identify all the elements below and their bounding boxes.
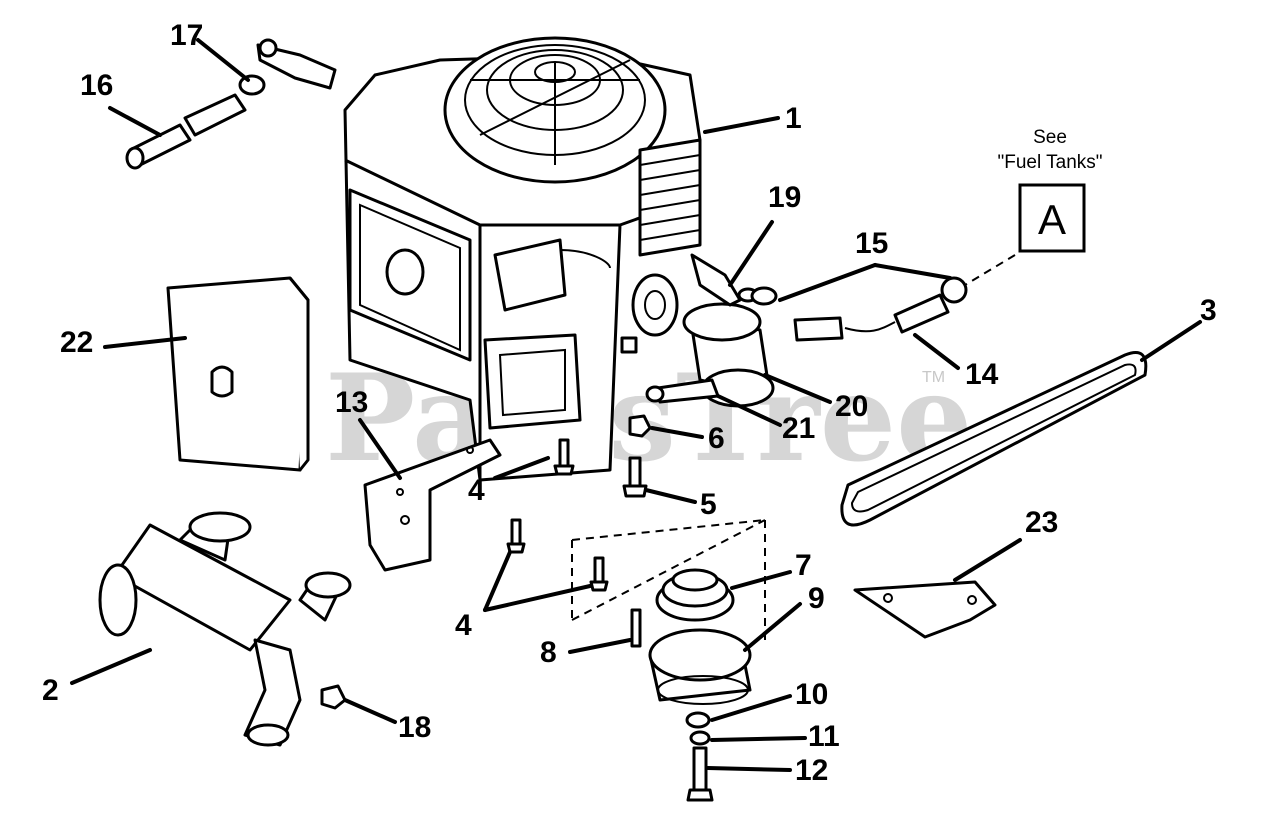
callout-18: 18 (398, 711, 431, 744)
callout-8: 8 (540, 636, 557, 669)
callout-12: 12 (795, 754, 828, 787)
bolt-part-12[interactable] (686, 746, 714, 802)
reference-note-line2: "Fuel Tanks" (997, 152, 1102, 173)
callout-17: 17 (170, 19, 203, 52)
callout-5: 5 (700, 488, 717, 521)
callout-14: 14 (965, 358, 999, 391)
reference-note-line1: See (1033, 127, 1067, 148)
callout-23: 23 (1025, 506, 1058, 539)
shroud-part-22[interactable] (166, 276, 310, 472)
callout-2: 2 (42, 674, 59, 707)
engine-part[interactable] (343, 36, 702, 482)
callout-4-top: 4 (468, 474, 485, 507)
callout-11: 11 (808, 720, 840, 753)
callout-labels: 1 2 3 4 4 5 6 7 8 9 10 11 12 13 14 15 16… (42, 19, 1217, 787)
callout-15: 15 (855, 227, 888, 260)
callout-3: 3 (1200, 294, 1217, 327)
fuel-line-part-14[interactable] (793, 293, 950, 342)
callout-9: 9 (808, 582, 825, 615)
clamp-part-15[interactable] (750, 276, 968, 306)
reference-box: See "Fuel Tanks" A (964, 127, 1103, 286)
muffler-part-2[interactable] (98, 511, 352, 747)
clutch-part-9[interactable] (648, 628, 752, 705)
leader-lines (70, 38, 1202, 772)
screw-part-4b[interactable] (506, 518, 526, 554)
callout-22: 22 (60, 326, 93, 359)
callout-7: 7 (795, 549, 812, 582)
watermark-trademark: TM (922, 369, 945, 386)
callout-6: 6 (708, 422, 725, 455)
washer-part-10[interactable] (685, 711, 711, 729)
callout-1: 1 (785, 102, 802, 135)
callout-16: 16 (80, 69, 113, 102)
reference-box-letter: A (1038, 196, 1066, 243)
washer-part-11[interactable] (689, 730, 711, 746)
nut-part-6[interactable] (628, 414, 652, 438)
callout-21: 21 (782, 412, 815, 445)
callout-13: 13 (335, 386, 368, 419)
bolt-part-5[interactable] (622, 456, 648, 498)
key-part-8[interactable] (630, 608, 642, 648)
pulley-part-7[interactable] (655, 568, 735, 622)
screw-part-4c[interactable] (589, 556, 609, 592)
callout-10: 10 (795, 678, 828, 711)
callout-4-lower: 4 (455, 609, 472, 642)
callout-20: 20 (835, 390, 868, 423)
screw-part-4a[interactable] (553, 438, 575, 476)
bracket-part-13[interactable] (363, 438, 502, 572)
belt-part-3[interactable] (840, 351, 1148, 527)
oil-filter-part-20[interactable] (682, 302, 775, 408)
fitting-part-17[interactable] (238, 38, 337, 96)
callout-19: 19 (768, 181, 801, 214)
nut-part-18[interactable] (320, 684, 347, 710)
hose-part-16[interactable] (125, 93, 247, 170)
plate-part-23[interactable] (853, 580, 997, 639)
